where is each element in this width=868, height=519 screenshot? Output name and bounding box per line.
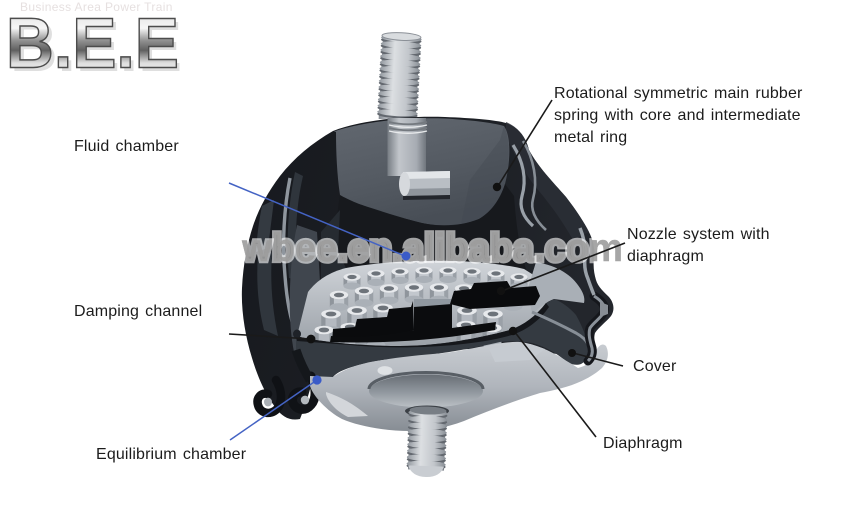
svg-text:Business Area Power Train: Business Area Power Train	[20, 0, 173, 14]
svg-text:wbee.en.alibaba.com: wbee.en.alibaba.com	[241, 227, 623, 270]
svg-text:B.E.E: B.E.E	[6, 5, 179, 84]
svg-text:wbee.en.alibaba.com: wbee.en.alibaba.com	[241, 227, 623, 270]
svg-text:B.E.E: B.E.E	[10, 8, 182, 87]
